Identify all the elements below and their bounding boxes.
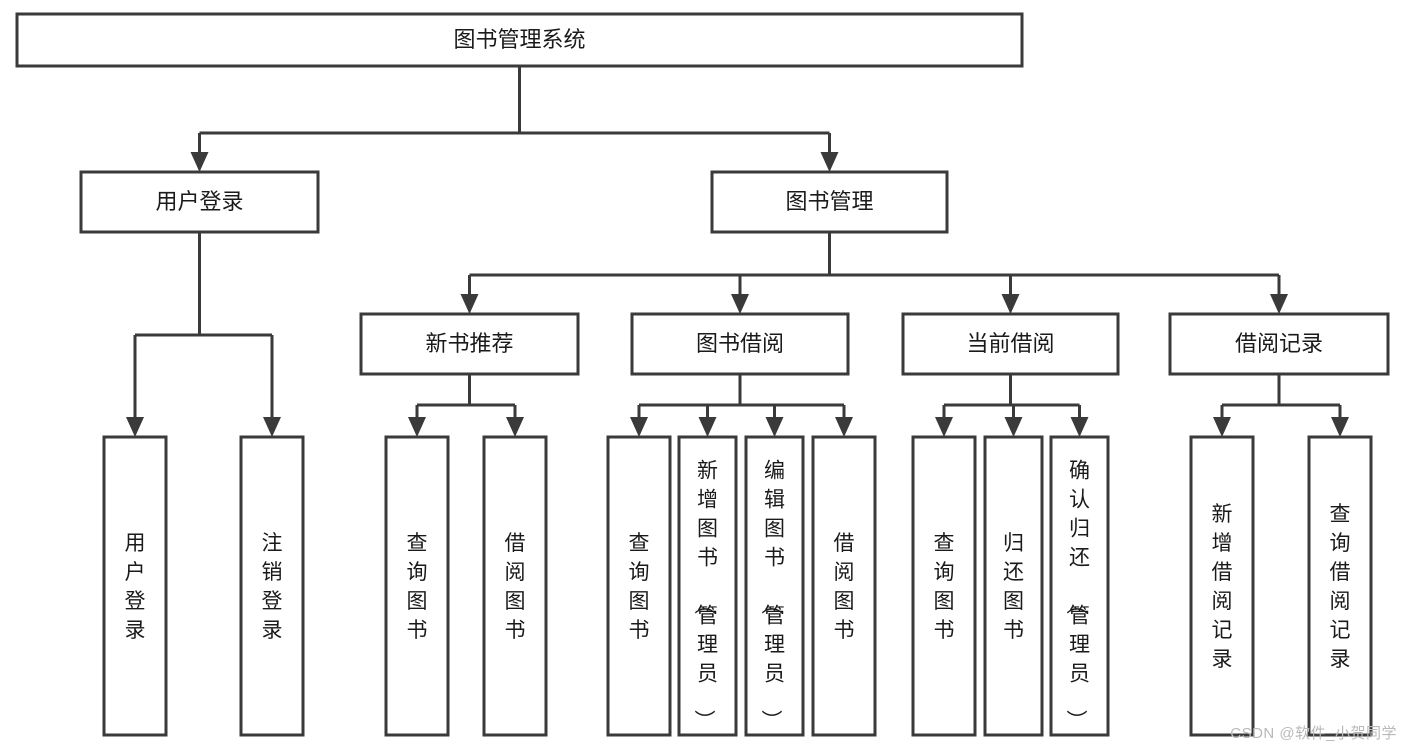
arrow-head [731, 294, 749, 314]
node-label: 借阅记录 [1235, 331, 1323, 356]
arrow-head [1270, 294, 1288, 314]
leaf-label: 注销登录 [262, 532, 283, 642]
node-user-login: 用户登录 [79, 170, 320, 234]
leaf-leaf-add-book: 新增图书（管理员） [677, 435, 738, 737]
leaf-leaf-query-record: 查询借阅记录 [1307, 435, 1373, 737]
node-label: 图书管理 [785, 189, 873, 214]
arrow-head [126, 417, 144, 437]
leaf-label: 新增图书（管理员） [692, 460, 718, 731]
arrow-head [820, 152, 839, 172]
node-book-borrow: 图书借阅 [630, 312, 850, 376]
node-layer: 图书管理系统用户登录图书管理新书推荐图书借阅当前借阅借阅记录用户登录注销登录查询… [15, 12, 1390, 737]
arrow-head [460, 294, 479, 314]
node-label: 新书推荐 [425, 331, 513, 356]
leaf-leaf-edit-book: 编辑图书（管理员） [744, 435, 805, 737]
arrow-head [935, 417, 953, 437]
node-book-manage: 图书管理 [710, 170, 949, 234]
leaf-leaf-add-record: 新增借阅记录 [1189, 435, 1255, 737]
leaf-label: 借阅图书 [834, 532, 855, 642]
leaf-leaf-user-login: 用户登录 [102, 435, 168, 737]
leaf-leaf-query-book-rec: 查询图书 [384, 435, 450, 737]
leaf-leaf-borrow-book-b: 借阅图书 [811, 435, 877, 737]
leaf-leaf-borrow-book-rec: 借阅图书 [482, 435, 548, 737]
leaf-label: 查询图书 [934, 532, 955, 642]
node-label: 用户登录 [155, 189, 243, 214]
arrow-head [263, 417, 281, 437]
arrow-head [506, 417, 524, 437]
leaf-label: 查询借阅记录 [1330, 503, 1351, 671]
node-borrow-record: 借阅记录 [1168, 312, 1390, 376]
leaf-label: 查询图书 [629, 532, 650, 642]
arrow-head [1213, 417, 1231, 437]
leaf-leaf-return-book: 归还图书 [983, 435, 1044, 737]
leaf-leaf-user-logout: 注销登录 [239, 435, 305, 737]
leaf-label: 查询图书 [407, 532, 428, 642]
arrow-head [1004, 417, 1023, 437]
leaf-leaf-query-book-b: 查询图书 [606, 435, 672, 737]
node-root: 图书管理系统 [15, 12, 1024, 68]
arrow-head [408, 417, 426, 437]
leaf-label: 新增借阅记录 [1212, 503, 1233, 671]
node-new-book-rec: 新书推荐 [359, 312, 580, 376]
node-label: 图书管理系统 [453, 27, 585, 52]
node-current-borrow: 当前借阅 [901, 312, 1120, 376]
leaf-leaf-confirm-return: 确认归还（管理员） [1049, 435, 1110, 737]
arrow-head [1001, 294, 1020, 314]
arrow-head [835, 417, 853, 437]
arrow-head [630, 417, 648, 437]
leaf-leaf-query-book-c: 查询图书 [911, 435, 977, 737]
leaf-label: 编辑图书（管理员） [759, 460, 785, 731]
connector-layer [126, 66, 1349, 437]
arrow-head [190, 152, 209, 172]
leaf-label: 确认归还（管理员） [1064, 460, 1090, 731]
leaf-label: 借阅图书 [505, 532, 526, 642]
leaf-label: 用户登录 [125, 532, 146, 642]
node-label: 图书借阅 [696, 331, 784, 356]
arrow-head [698, 417, 717, 437]
arrow-head [1070, 417, 1089, 437]
leaf-label: 归还图书 [1003, 532, 1024, 642]
arrow-head [1331, 417, 1349, 437]
node-label: 当前借阅 [966, 331, 1054, 356]
arrow-head [765, 417, 784, 437]
